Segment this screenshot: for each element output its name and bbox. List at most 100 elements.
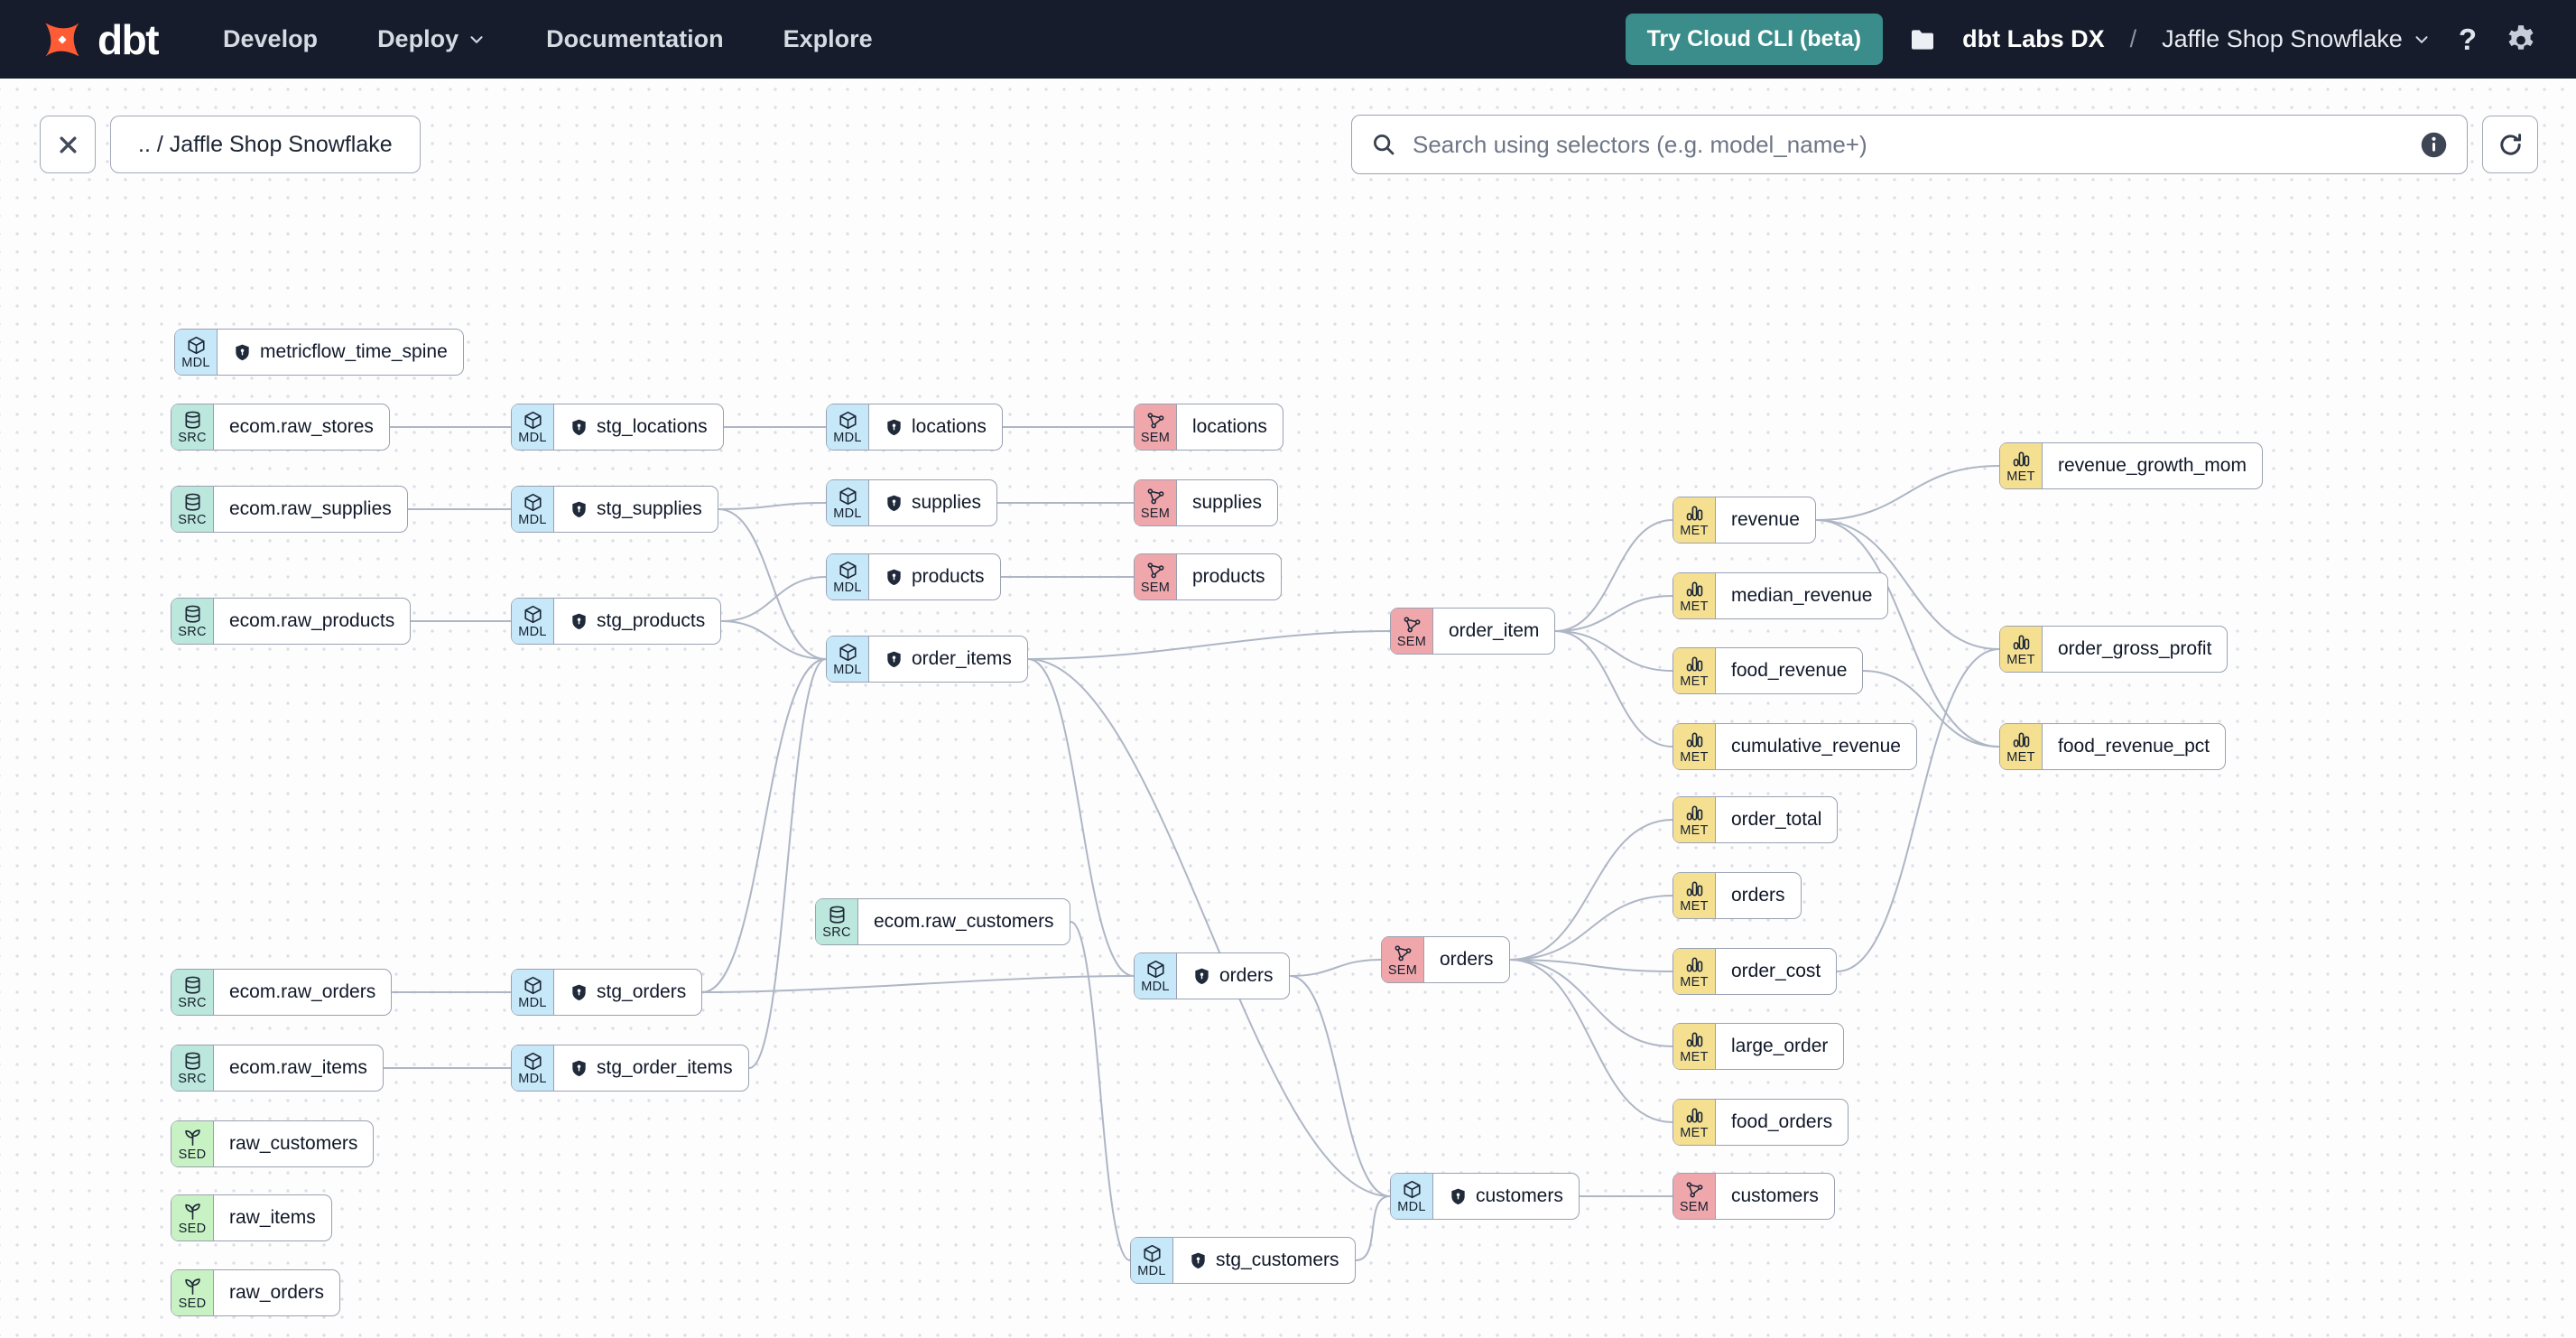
refresh-icon <box>2499 133 2521 155</box>
metric-icon: MET <box>1673 1100 1716 1145</box>
refresh-lineage-button[interactable] <box>2482 116 2538 173</box>
lineage-breadcrumb[interactable]: .. / Jaffle Shop Snowflake <box>110 116 421 173</box>
edge <box>1815 519 2000 748</box>
node-label: order_item <box>1449 620 1540 641</box>
edge <box>1027 658 1135 977</box>
dbt-logo[interactable]: dbt <box>38 15 160 64</box>
edge <box>1509 959 1673 972</box>
edge <box>1815 519 2000 650</box>
settings-gear-icon[interactable] <box>2504 23 2538 57</box>
try-cloud-cli-button[interactable]: Try Cloud CLI (beta) <box>1625 14 1884 65</box>
cube-icon: MDL <box>512 404 554 450</box>
semantic-model-icon: SEM <box>1135 480 1177 525</box>
node-label: ecom.raw_customers <box>874 911 1054 932</box>
search-input[interactable] <box>1411 129 2405 160</box>
node-sem_supplies[interactable]: SEM supplies <box>1134 479 1279 526</box>
cube-icon: MDL <box>827 554 869 599</box>
shield-icon <box>570 500 588 519</box>
info-icon[interactable] <box>2419 130 2449 160</box>
metric-icon: MET <box>2000 443 2043 488</box>
shield-icon <box>885 568 903 587</box>
node-label: raw_customers <box>229 1133 358 1154</box>
shield-icon <box>1449 1187 1468 1206</box>
node-label: orders <box>1440 949 1494 970</box>
node-label: stg_products <box>554 599 720 644</box>
metric-icon: MET <box>1673 949 1716 994</box>
node-met_orders[interactable]: MET orders <box>1673 872 1802 919</box>
cube-icon: MDL <box>1391 1174 1433 1219</box>
main-menu: Develop Deploy Documentation Explore <box>223 25 873 53</box>
node-label: ecom.raw_products <box>229 610 395 631</box>
edge <box>1509 895 1673 961</box>
seedling-icon: SED <box>171 1270 214 1315</box>
navbar-right: Try Cloud CLI (beta) dbt Labs DX / Jaffl… <box>1625 14 2538 65</box>
account-name[interactable]: dbt Labs DX <box>1962 25 2105 52</box>
shield-icon <box>885 650 903 669</box>
edge <box>701 975 1135 993</box>
shield-icon <box>885 494 903 513</box>
node-label: median_revenue <box>1731 585 1873 606</box>
edge <box>718 502 827 510</box>
node-met_food_orders[interactable]: MET food_orders <box>1673 1099 1849 1146</box>
node-label: ecom.raw_stores <box>229 416 374 437</box>
node-label: supplies <box>1192 492 1263 513</box>
node-label: food_orders <box>1731 1111 1833 1132</box>
help-button[interactable]: ? <box>2458 22 2477 56</box>
nav-item-documentation[interactable]: Documentation <box>546 25 724 52</box>
nav-item-explore[interactable]: Explore <box>783 25 873 52</box>
cube-icon: MDL <box>512 970 554 1015</box>
node-label: order_items <box>869 636 1027 682</box>
nav-item-deploy[interactable]: Deploy <box>377 25 486 53</box>
metric-icon: MET <box>1673 873 1716 918</box>
cube-icon: MDL <box>827 636 869 682</box>
edge <box>1289 975 1391 1197</box>
edge <box>1509 959 1673 1047</box>
metric-icon: MET <box>1673 648 1716 693</box>
nav-item-develop[interactable]: Develop <box>223 25 319 52</box>
chevron-down-icon <box>2415 35 2428 43</box>
node-label: orders <box>1731 885 1785 906</box>
node-label: stg_order_items <box>554 1045 748 1091</box>
close-lineage-button[interactable] <box>40 116 96 173</box>
project-switcher[interactable]: Jaffle Shop Snowflake <box>2162 25 2432 53</box>
node-label: raw_items <box>229 1207 316 1228</box>
node-label: supplies <box>869 480 996 525</box>
